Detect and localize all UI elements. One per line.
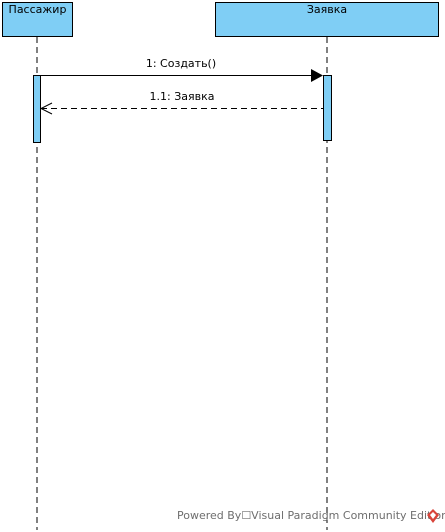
lifeline-request-header[interactable] bbox=[215, 2, 439, 37]
lifeline-passenger[interactable]: Пассажир bbox=[2, 2, 73, 531]
message-create[interactable]: 1: Создать() bbox=[41, 57, 323, 82]
lifeline-passenger-name: Пассажир bbox=[9, 3, 67, 16]
activation-bar-request[interactable] bbox=[323, 75, 332, 141]
message-return[interactable]: 1.1: Заявка bbox=[39, 90, 323, 115]
message-return-label: 1.1: Заявка bbox=[150, 90, 215, 103]
visual-paradigm-logo-icon bbox=[427, 509, 439, 523]
lifeline-passenger-header[interactable] bbox=[2, 2, 73, 37]
open-arrowhead-icon bbox=[39, 102, 53, 115]
lifeline-request[interactable]: Заявка bbox=[215, 2, 439, 531]
watermark-text: Powered By☐Visual Paradigm Community Edi… bbox=[177, 509, 445, 522]
message-create-label: 1: Создать() bbox=[146, 57, 216, 70]
activation-bar-passenger[interactable] bbox=[33, 75, 41, 143]
filled-arrowhead-icon bbox=[311, 69, 323, 82]
lifeline-request-name: Заявка bbox=[307, 3, 347, 16]
